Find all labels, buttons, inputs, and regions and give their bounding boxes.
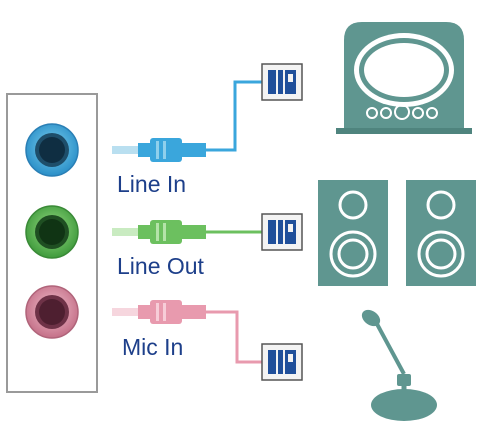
mic-in-connector-box-icon	[261, 343, 303, 381]
line-out-label: Line Out	[117, 253, 204, 279]
line-out-plug-icon	[112, 220, 206, 244]
line-out-jack-icon	[25, 205, 79, 259]
mic-in-cable	[205, 310, 262, 364]
line-in-label: Line In	[117, 171, 187, 197]
line-in-connector-box-icon	[261, 63, 303, 101]
mic-in-plug-icon	[112, 300, 206, 324]
monitor-icon	[336, 22, 472, 134]
line-in-jack-icon	[25, 123, 79, 177]
left-speaker-icon	[318, 180, 388, 286]
line-in-cable	[205, 80, 262, 152]
line-out-connector-box-icon	[261, 213, 303, 251]
microphone-icon	[361, 309, 437, 421]
line-in-plug-icon	[112, 138, 206, 162]
mic-in-label: Mic In	[122, 334, 184, 360]
right-speaker-icon	[406, 180, 476, 286]
mic-in-jack-icon	[25, 285, 79, 339]
